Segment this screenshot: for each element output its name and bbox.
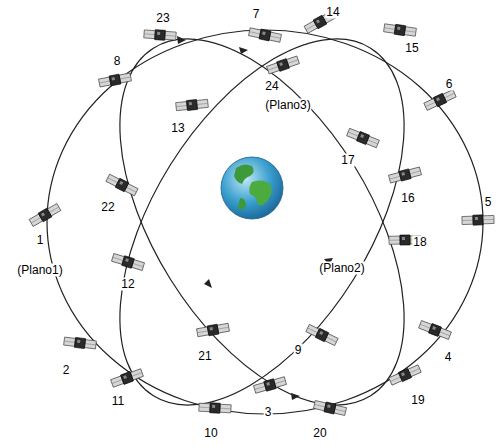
callout-number: 14 bbox=[325, 6, 340, 19]
satellite bbox=[305, 323, 338, 346]
satellite bbox=[462, 214, 494, 225]
satellite bbox=[196, 322, 229, 337]
satellite bbox=[176, 98, 209, 111]
callout-number: 23 bbox=[155, 12, 170, 25]
satellite bbox=[313, 400, 346, 417]
callout-number: 10 bbox=[203, 427, 218, 440]
callout-number: 18 bbox=[412, 236, 427, 249]
satellite bbox=[111, 253, 145, 272]
callout-number: 11 bbox=[111, 395, 125, 408]
callout-number: 12 bbox=[120, 278, 135, 291]
plane-label: (Plano2) bbox=[318, 262, 365, 275]
callout-number: 4 bbox=[444, 351, 453, 364]
callout-number: 1 bbox=[36, 234, 45, 247]
satellite bbox=[199, 402, 231, 414]
satellite bbox=[266, 55, 300, 75]
callout-number: 19 bbox=[410, 394, 425, 407]
satellite bbox=[105, 173, 138, 196]
callout-number: 9 bbox=[294, 344, 303, 357]
callout-number: 5 bbox=[484, 196, 493, 209]
plane-label: (Plano3) bbox=[264, 99, 311, 112]
callout-number: 6 bbox=[445, 78, 454, 91]
satellite bbox=[423, 89, 456, 112]
callout-number: 13 bbox=[170, 122, 185, 135]
earth bbox=[221, 157, 283, 219]
plane-label: (Plano1) bbox=[16, 264, 63, 277]
callout-number: 21 bbox=[197, 350, 212, 363]
satellite bbox=[346, 127, 379, 148]
satellite bbox=[29, 203, 62, 228]
satellite bbox=[110, 368, 143, 388]
satellite bbox=[388, 364, 421, 386]
orbit-arrow bbox=[177, 36, 333, 400]
callout-number: 7 bbox=[252, 8, 261, 21]
satellite bbox=[98, 72, 131, 88]
callout-number: 8 bbox=[113, 55, 122, 68]
satellite bbox=[144, 29, 177, 41]
satellite bbox=[418, 320, 451, 341]
satellite bbox=[383, 23, 416, 37]
callout-number: 17 bbox=[340, 154, 355, 167]
orbit-ring bbox=[47, 0, 483, 448]
satellite bbox=[248, 27, 281, 43]
callout-number: 2 bbox=[62, 364, 71, 377]
satellite bbox=[64, 336, 97, 350]
callout-number: 22 bbox=[100, 201, 115, 214]
satellite bbox=[388, 166, 421, 184]
callout-number: 20 bbox=[312, 427, 327, 440]
callout-number: 16 bbox=[400, 192, 415, 205]
callout-number: 24 bbox=[264, 80, 279, 93]
satellite bbox=[253, 376, 287, 394]
callout-number: 15 bbox=[404, 42, 419, 55]
callout-number: 3 bbox=[264, 406, 273, 419]
